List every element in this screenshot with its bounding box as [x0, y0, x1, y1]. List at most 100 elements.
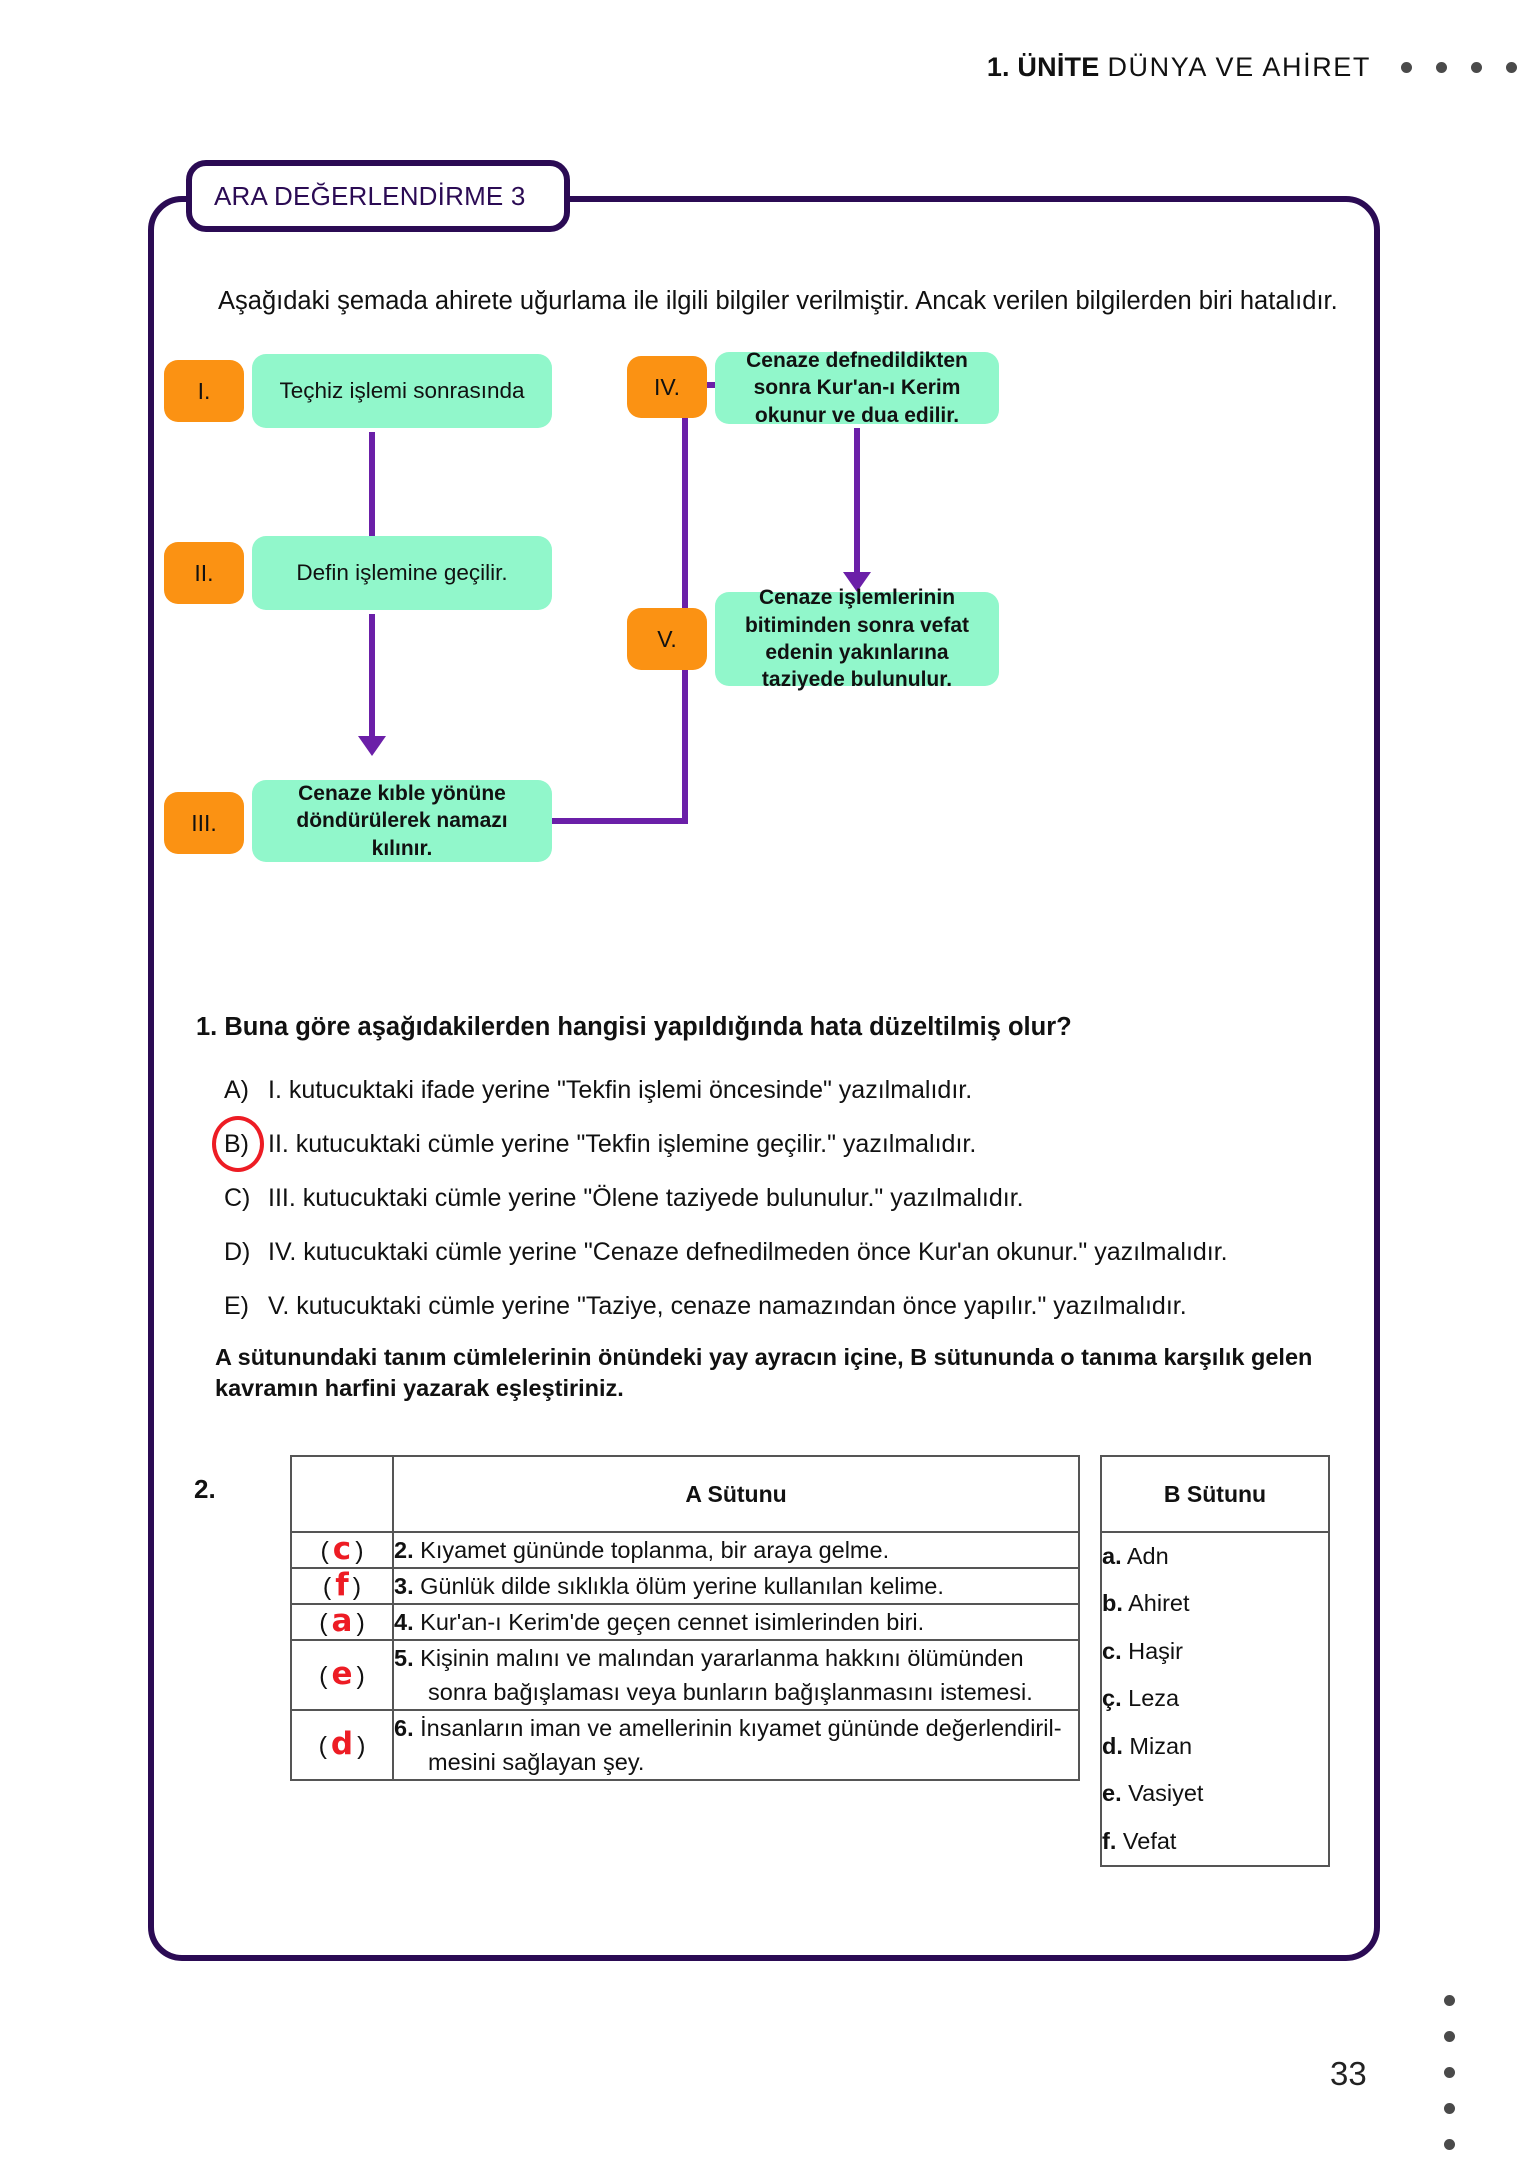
page-number: 33 [1330, 2055, 1367, 2092]
option-e-label: E) [224, 1292, 249, 1320]
footer-dot [1444, 2139, 1455, 2150]
answer-letter-1: c [332, 1531, 352, 1568]
table-row: (f) 3. Günlük dilde sıklıkla ölüm yerine… [290, 1567, 1080, 1606]
table-row: (e) 5. Kişinin malını ve malından yararl… [290, 1639, 1080, 1712]
table-a-header-row: A Sütunu [290, 1455, 1080, 1533]
definition-number-3: 4. [394, 1609, 414, 1636]
b-letter-ch: ç. [1102, 1685, 1122, 1712]
header-dot [1436, 62, 1447, 73]
table-row: (c) 2. Kıyamet gününde toplanma, bir ara… [290, 1530, 1080, 1570]
option-b-text: II. kutucuktaki cümle yerine "Tekfin işl… [268, 1130, 977, 1158]
header-dot [1471, 62, 1482, 73]
section-tab-label: ARA DEĞERLENDİRME 3 [214, 180, 526, 211]
b-term-a: Adn [1126, 1543, 1169, 1569]
definition-text-2: Günlük dilde sıklıkla ölüm yerine kullan… [420, 1573, 944, 1600]
flow-box-1: Teçhiz işlemi sonrasında [252, 354, 552, 428]
answer-letter-4: e [331, 1656, 353, 1693]
option-d[interactable]: D) IV. kutucuktaki cümle yerine "Cenaze … [224, 1238, 1404, 1267]
flow-box-4: Cenaze defnedildikten sonra Kur'an-ı Ker… [715, 349, 999, 427]
option-c[interactable]: C) III. kutucuktaki cümle yerine "Ölene … [224, 1184, 1404, 1213]
flow-arrow-1-shaft [369, 432, 375, 556]
question-1-number: 1. [196, 1013, 218, 1041]
list-item: f. Vefat [1102, 1818, 1328, 1865]
definition-text-3: Kur'an-ı Kerim'de geçen cennet isimlerin… [420, 1609, 925, 1636]
list-item: c. Haşir [1102, 1628, 1328, 1675]
list-item: b. Ahiret [1102, 1580, 1328, 1627]
list-item: a. Adn [1102, 1533, 1328, 1580]
table-a-header-paren-cell [290, 1455, 394, 1533]
flow-badge-2: II. [164, 542, 244, 604]
option-a[interactable]: A) I. kutucuktaki ifade yerine "Tekfin i… [224, 1076, 1404, 1105]
flow-box-2: Defin işlemine geçilir. [252, 536, 552, 610]
list-item: d. Mizan [1102, 1723, 1328, 1770]
list-item: ç. Leza [1102, 1675, 1328, 1722]
b-letter-e: e. [1102, 1780, 1122, 1807]
option-d-text: IV. kutucuktaki cümle yerine "Cenaze def… [268, 1238, 1228, 1266]
unit-number: 1. ÜNİTE [986, 52, 1100, 82]
b-letter-c: c. [1102, 1637, 1122, 1664]
table-row: (a) 4. Kur'an-ı Kerim'de geçen cennet is… [290, 1603, 1080, 1642]
question-2-number: 2. [194, 1474, 216, 1504]
definition-text-5: İnsanların iman ve amellerinin kıyamet g… [420, 1715, 1062, 1742]
definition-text-5-line2: mesini sağlayan şey. [428, 1749, 645, 1776]
instruction-2: A sütunundaki tanım cümlelerinin önündek… [215, 1344, 1313, 1402]
header-dot [1401, 62, 1412, 73]
option-c-text: III. kutucuktaki cümle yerine "Ölene taz… [268, 1184, 1024, 1212]
paren-group: (f) [322, 1567, 362, 1604]
definition-cell-3: 4. Kur'an-ı Kerim'de geçen cennet isimle… [392, 1603, 1080, 1642]
flow-arrow-4-shaft [854, 428, 860, 574]
option-e-text: V. kutucuktaki cümle yerine "Taziye, cen… [268, 1292, 1187, 1320]
option-b[interactable]: B) II. kutucuktaki cümle yerine "Tekfin … [224, 1130, 1404, 1159]
definition-cell-2: 3. Günlük dilde sıklıkla ölüm yerine kul… [392, 1567, 1080, 1606]
option-c-label: C) [224, 1184, 251, 1212]
answer-cell-4[interactable]: (e) [290, 1639, 394, 1712]
b-letter-d: d. [1102, 1732, 1123, 1759]
matching-table-b: B Sütunu a. Adn b. Ahiret c. Haşir ç. Le… [1100, 1455, 1330, 1868]
definition-cell-4: 5. Kişinin malını ve malından yararlanma… [392, 1639, 1080, 1712]
flow-arrow-3-h2 [682, 382, 742, 388]
answer-cell-3[interactable]: (a) [290, 1603, 394, 1642]
question-1-title: 1. Buna göre aşağıdakilerden hangisi yap… [196, 1013, 1356, 1042]
b-letter-a: a. [1102, 1543, 1122, 1569]
b-term-b: Ahiret [1128, 1590, 1190, 1617]
column-a-header: A Sütunu [392, 1455, 1080, 1533]
flow-badge-5: V. [627, 608, 707, 670]
flow-box-5: Cenaze işlemlerinin bitiminden sonra vef… [715, 586, 999, 691]
option-a-text: I. kutucuktaki ifade yerine "Tekfin işle… [268, 1076, 973, 1104]
intro-paragraph: Aşağıdaki şemada ahirete uğurlama ile il… [218, 287, 1338, 315]
unit-title: DÜNYA VE AHİRET [1107, 52, 1371, 82]
list-item: e. Vasiyet [1102, 1770, 1328, 1817]
footer-dot [1444, 2103, 1455, 2114]
b-term-f: Vefat [1122, 1827, 1177, 1854]
paren-group: (d) [318, 1726, 366, 1763]
flow-arrow-3-vert [682, 382, 688, 822]
header-dots-decoration [1401, 62, 1517, 73]
answer-cell-5[interactable]: (d) [290, 1709, 394, 1782]
b-term-c: Haşir [1128, 1637, 1183, 1664]
page-header: 1. ÜNİTE DÜNYA VE AHİRET [0, 52, 1535, 83]
answer-letter-5: d [330, 1726, 354, 1763]
question-1-prompt: Buna göre aşağıdakilerden hangisi yapıld… [224, 1013, 1072, 1041]
b-letter-b: b. [1102, 1590, 1123, 1617]
flow-badge-4: IV. [627, 356, 707, 418]
footer-dot [1444, 1995, 1455, 2006]
answer-cell-1[interactable]: (c) [290, 1530, 394, 1570]
definition-text-4: Kişinin malını ve malından yararlanma ha… [420, 1645, 1024, 1672]
definition-number-2: 3. [394, 1573, 414, 1600]
flow-badge-1: I. [164, 360, 244, 422]
section-tab: ARA DEĞERLENDİRME 3 [186, 160, 570, 232]
flow-box-3: Cenaze kıble yönüne döndürülerek namazı … [252, 780, 552, 862]
definition-cell-5: 6. İnsanların iman ve amellerinin kıyame… [392, 1709, 1080, 1782]
flow-arrow-4-head [843, 572, 871, 592]
definition-text-4-line2: sonra bağışlaması veya bunların bağışlan… [428, 1679, 1033, 1706]
definition-number-5: 6. [394, 1715, 414, 1742]
paren-group: (c) [320, 1531, 364, 1568]
option-e[interactable]: E) V. kutucuktaki cümle yerine "Taziye, … [224, 1292, 1404, 1321]
footer-dot [1444, 2031, 1455, 2042]
paren-group: (a) [319, 1603, 365, 1640]
matching-table-a: A Sütunu (c) 2. Kıyamet gününde toplanma… [290, 1455, 1080, 1782]
flow-arrow-3-h1 [552, 818, 688, 824]
answer-cell-2[interactable]: (f) [290, 1567, 394, 1606]
b-term-ch: Leza [1128, 1685, 1180, 1712]
b-letter-f: f. [1102, 1827, 1117, 1854]
